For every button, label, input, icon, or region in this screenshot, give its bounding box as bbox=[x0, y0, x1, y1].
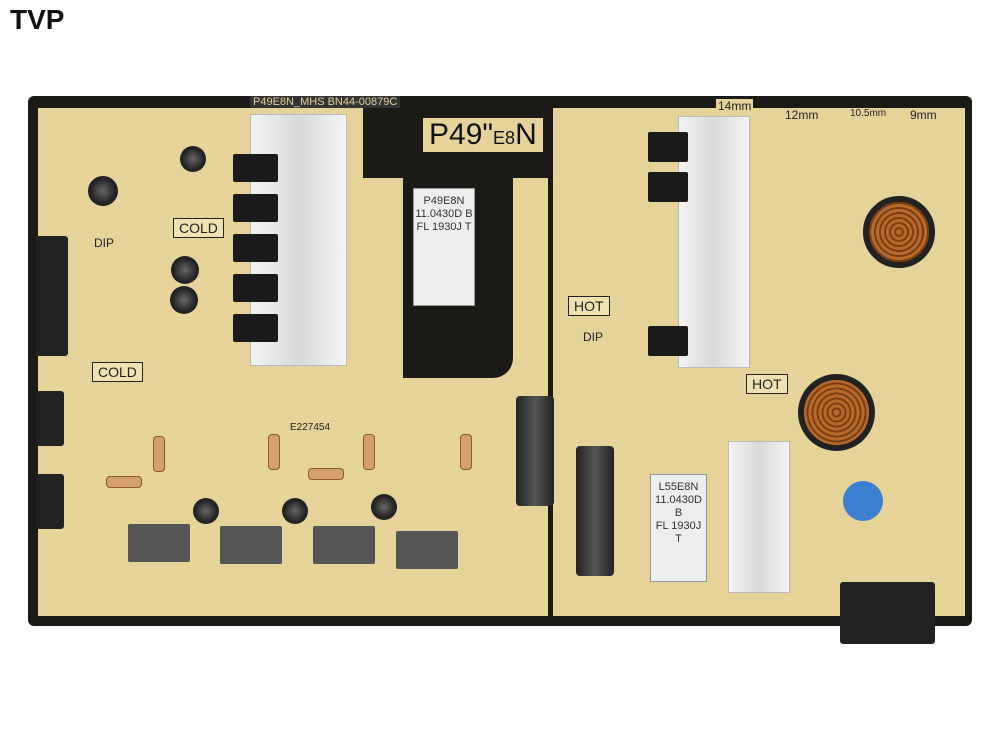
heatsink-small bbox=[728, 441, 790, 593]
transistor bbox=[233, 194, 278, 222]
transformer-text: 11.0430D B bbox=[655, 494, 702, 519]
heatsink-right bbox=[678, 116, 750, 368]
capacitor bbox=[371, 494, 397, 520]
varistor bbox=[843, 481, 883, 521]
electrolytic-capacitor bbox=[576, 446, 614, 576]
cold-label: COLD bbox=[173, 218, 224, 238]
power-socket bbox=[840, 582, 935, 644]
transistor bbox=[648, 132, 688, 162]
hot-label-2: HOT bbox=[746, 374, 788, 394]
resistor bbox=[106, 476, 142, 488]
connector bbox=[36, 391, 64, 446]
model-label-sub: E8 bbox=[493, 128, 516, 148]
resistor bbox=[308, 468, 344, 480]
model-label: P49"E8N bbox=[423, 118, 543, 152]
inductor bbox=[220, 526, 282, 564]
capacitor bbox=[180, 146, 206, 172]
capacitor bbox=[170, 286, 198, 314]
mm-mark-10-5: 10.5mm bbox=[850, 108, 887, 119]
model-strip: P49E8N_MHS BN44-00879C bbox=[250, 96, 401, 108]
pcb-board: P49E8N_MHS BN44-00879C P49"E8N 14mm 12mm… bbox=[28, 96, 972, 644]
inductor bbox=[313, 526, 375, 564]
secondary-transformer: L55E8N 11.0430D B FL 1930J T bbox=[650, 474, 707, 582]
transistor bbox=[233, 234, 278, 262]
capacitor bbox=[171, 256, 199, 284]
electrolytic-capacitor bbox=[516, 396, 554, 506]
inductor bbox=[128, 524, 190, 562]
transformer-text: P49E8N bbox=[423, 195, 465, 207]
toroid-coil bbox=[798, 374, 875, 451]
transformer-text: FL 1930J T bbox=[416, 221, 472, 233]
mm-mark-9: 9mm bbox=[910, 108, 937, 122]
mm-mark-14: 14mm bbox=[716, 99, 754, 113]
hot-label: HOT bbox=[568, 296, 610, 316]
connector bbox=[36, 474, 64, 529]
resistor bbox=[268, 434, 280, 470]
transformer-text: L55E8N bbox=[658, 481, 699, 493]
transistor bbox=[648, 172, 688, 202]
dip-label-2: DIP bbox=[583, 330, 604, 344]
transistor bbox=[233, 154, 278, 182]
ul-number: E227454 bbox=[290, 422, 331, 433]
main-transformer: P49E8N 11.0430D B FL 1930J T bbox=[413, 188, 475, 306]
capacitor bbox=[282, 498, 308, 524]
connector bbox=[36, 236, 68, 356]
transformer-text: 11.0430D B bbox=[415, 208, 473, 220]
model-label-main: P49" bbox=[429, 118, 494, 151]
transistor bbox=[648, 326, 688, 356]
inductor bbox=[396, 531, 458, 569]
cold-label-2: COLD bbox=[92, 362, 143, 382]
dip-label: DIP bbox=[94, 236, 115, 250]
resistor bbox=[363, 434, 375, 470]
transistor bbox=[233, 274, 278, 302]
resistor bbox=[460, 434, 472, 470]
transistor bbox=[233, 314, 278, 342]
mm-mark-12: 12mm bbox=[785, 108, 819, 122]
watermark: TVP bbox=[10, 4, 65, 35]
resistor bbox=[153, 436, 165, 472]
model-label-end: N bbox=[515, 118, 537, 151]
capacitor bbox=[88, 176, 118, 206]
toroid-coil bbox=[863, 196, 935, 268]
capacitor bbox=[193, 498, 219, 524]
transformer-text: FL 1930J T bbox=[655, 520, 702, 545]
